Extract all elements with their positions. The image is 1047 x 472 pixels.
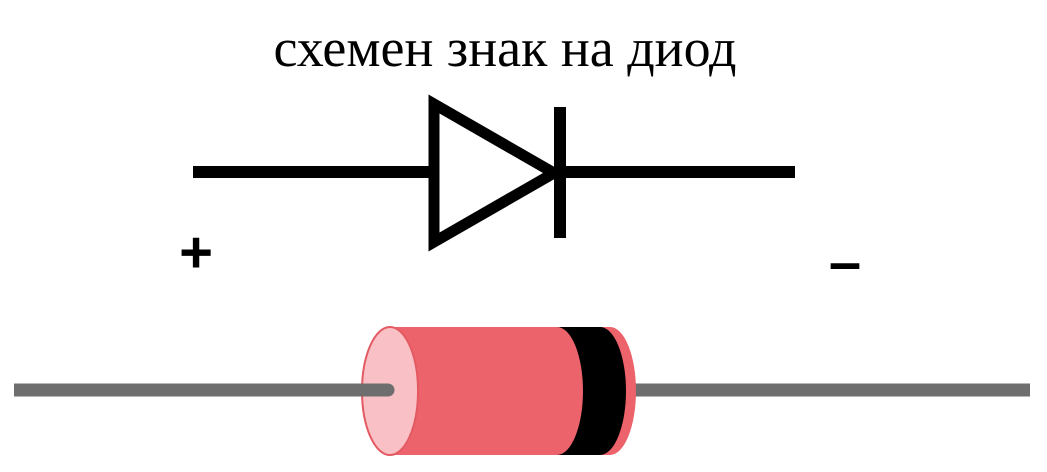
diode-body: [390, 327, 636, 455]
physical-diode: [14, 326, 1030, 456]
cathode-minus-label: –: [829, 230, 861, 295]
diode-schematic-symbol: [193, 94, 795, 252]
diode-triangle: [428, 94, 566, 252]
cathode-band: [557, 327, 626, 455]
anode-plus-label: +: [179, 220, 213, 285]
diagram-title: схемен знак на диод: [273, 18, 737, 78]
